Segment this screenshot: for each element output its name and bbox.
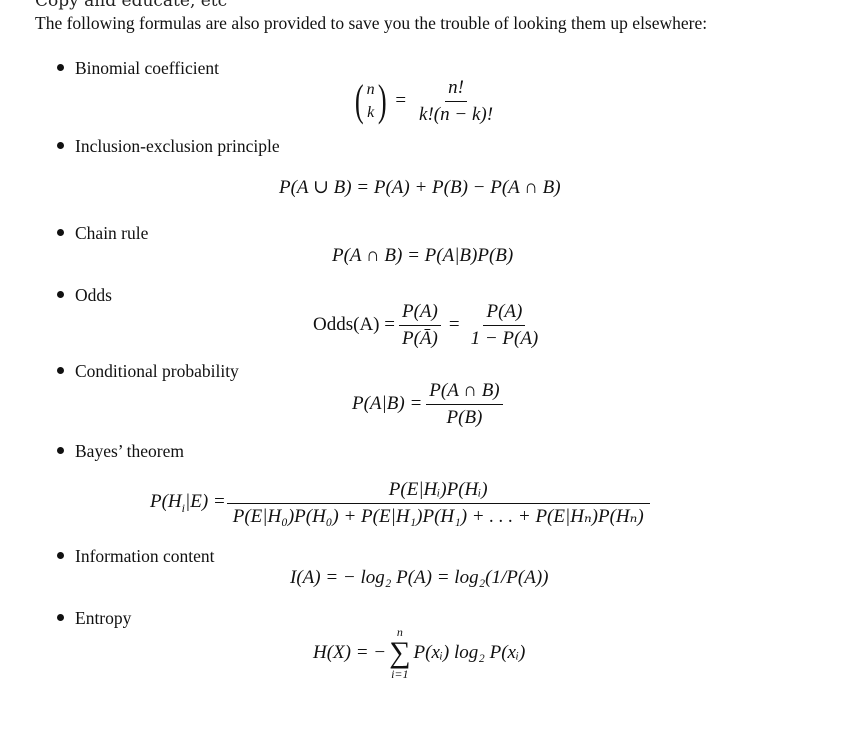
list-item-conditional: Conditional probability [57,361,239,382]
bayes-lhs: P(Hi|E) = [150,490,226,515]
fraction-denominator: 1 − P(A) [470,327,539,349]
sum-lower-limit: i=1 [391,667,409,681]
formula-odds: Odds(A) = P(A) P(Ā) = P(A) 1 − P(A) [313,301,545,350]
formula-entropy: H(X) = − n ∑ i=1 P(xᵢ) log₂ P(xᵢ) [313,626,525,680]
item-label: Conditional probability [75,361,239,381]
formula-conditional: P(A|B) = P(A ∩ B) P(B) [352,380,507,429]
list-item-inclusion-exclusion: Inclusion-exclusion principle [57,136,280,157]
formula-inclusion-exclusion: P(A ∪ B) = P(A) + P(B) − P(A ∩ B) [279,176,561,199]
sigma-icon: ∑ [389,636,411,669]
list-item-entropy: Entropy [57,608,131,629]
summation: n ∑ i=1 [389,626,410,680]
fraction-denominator: P(E|H₀)P(H₀) + P(E|H₁)P(H₁) + . . . + P(… [232,505,644,527]
entropy-rhs: P(xᵢ) log₂ P(xᵢ) [413,642,526,663]
list-item-chain-rule: Chain rule [57,223,148,244]
odds-lhs: Odds(A) = [313,314,395,336]
bullet-icon [57,229,64,236]
bullet-icon [57,291,64,298]
item-label: Binomial coefficient [75,58,220,78]
intro-paragraph: The following formulas are also provided… [35,13,708,33]
fraction-numerator: P(A) [398,301,441,326]
conditional-lhs: P(A|B) = [352,393,423,415]
conditional-fraction: P(A ∩ B) P(B) [426,380,503,429]
bullet-icon [57,447,64,454]
item-label: Chain rule [75,223,149,243]
fraction-numerator: P(E|Hᵢ)P(Hᵢ) [226,479,650,504]
formula-binomial: ( n k ) = n! k!(n − k)! [352,76,500,126]
list-item-information: Information content [57,546,214,567]
fraction-numerator: P(A ∩ B) [426,380,503,405]
formula-chain-rule: P(A ∩ B) = P(A|B)P(B) [332,245,513,267]
item-label: Entropy [75,608,132,628]
binomial-bottom: k [367,104,375,121]
fraction-denominator: P(B) [446,406,483,428]
fraction-denominator: k!(n − k)! [419,103,494,125]
entropy-lhs: H(X) = − [313,642,387,663]
list-item-binomial: Binomial coefficient [57,58,219,79]
bullet-icon [57,367,64,374]
list-item-bayes: Bayes’ theorem [57,441,184,462]
bullet-icon [57,552,64,559]
formula-text: P(A ∩ B) = P(A|B)P(B) [332,245,514,266]
item-label: Inclusion-exclusion principle [75,136,280,156]
binomial-fraction: n! k!(n − k)! [416,77,496,126]
item-label: Odds [75,285,112,305]
fraction-numerator: P(A) [483,301,526,326]
right-paren: ) [377,76,387,125]
cutoff-text: Copy and educate, etc [35,0,228,11]
equals-sign: = [448,314,460,336]
fraction-numerator: n! [445,77,467,102]
binomial-stack: n k [367,78,375,124]
bullet-icon [57,614,64,621]
equals-sign: = [395,90,407,111]
sum-upper-limit: n [396,625,403,639]
bullet-icon [57,142,64,149]
bullet-icon [57,64,64,71]
binomial-top: n [366,80,375,98]
odds-fraction-1: P(A) P(Ā) [398,301,441,350]
formula-text: P(A ∪ B) = P(A) + P(B) − P(A ∩ B) [279,177,561,198]
formula-bayes: P(Hi|E) = P(E|Hᵢ)P(Hᵢ) P(E|H₀)P(H₀) + P(… [150,479,651,528]
list-item-odds: Odds [57,285,112,306]
item-label: Information content [75,546,215,566]
odds-fraction-2: P(A) 1 − P(A) [468,301,542,350]
item-label: Bayes’ theorem [75,441,185,461]
formula-text: I(A) = − log₂ P(A) = log₂(1/P(A)) [290,567,549,588]
left-paren: ( [354,76,364,125]
formula-information: I(A) = − log₂ P(A) = log₂(1/P(A)) [290,567,549,589]
bayes-fraction: P(E|Hᵢ)P(Hᵢ) P(E|H₀)P(H₀) + P(E|H₁)P(H₁)… [226,479,650,528]
fraction-denominator: P(Ā) [401,327,438,349]
